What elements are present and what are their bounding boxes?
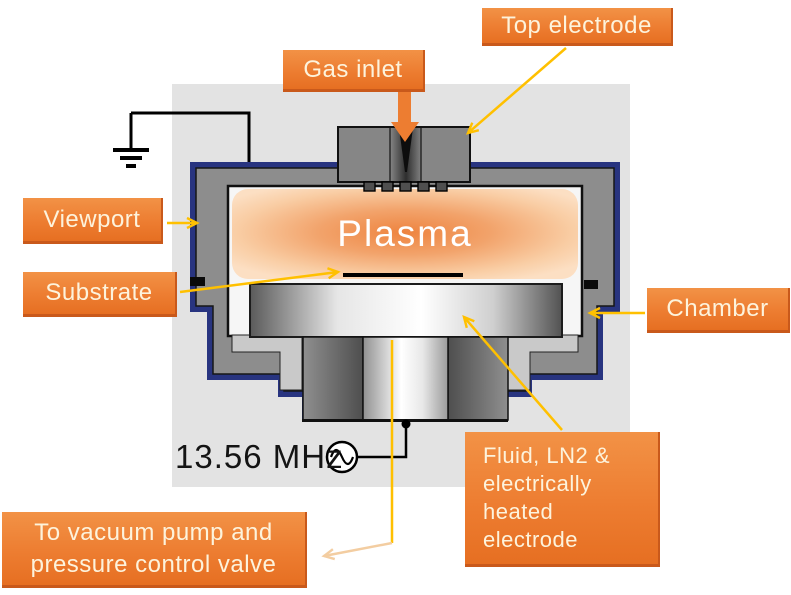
rf-wire [357, 426, 408, 459]
ground-wire [131, 111, 251, 164]
electrode-liner-left [231, 334, 303, 391]
plasma-label: Plasma [337, 213, 472, 254]
viewport-port-left [190, 277, 205, 286]
label-vacuum-pump: To vacuum pump and pressure control valv… [2, 512, 307, 588]
rf-node-dot [401, 419, 411, 429]
label-substrate: Substrate [23, 272, 177, 317]
gas-inlet-arrow-icon [391, 92, 419, 142]
showerhead-nozzles [363, 181, 448, 192]
lower-electrode [249, 283, 563, 338]
label-viewport: Viewport [23, 198, 163, 244]
pedestal-leg-right [447, 336, 509, 421]
label-fluid-electrode: Fluid, LN2 & electrically heated electro… [465, 432, 660, 567]
label-gas-inlet: Gas inlet [283, 50, 425, 92]
substrate-wafer [343, 273, 463, 277]
gas-channel [399, 128, 413, 172]
arrow-top-electrode [465, 47, 567, 135]
arrow-fluid-electrode [462, 314, 563, 431]
ground-icon [113, 113, 149, 168]
pedestal-leg-left [302, 336, 364, 421]
rf-sine-source-icon [325, 440, 359, 474]
arrow-vacuum-pump [321, 340, 394, 561]
label-chamber: Chamber [647, 288, 790, 333]
viewport-port-right [584, 280, 598, 289]
label-top-electrode: Top electrode [482, 8, 673, 46]
plasma-region [232, 189, 578, 279]
arrow-substrate [179, 267, 341, 294]
pedestal-stem [362, 336, 449, 421]
rf-frequency-label: 13.56 MHz [175, 438, 344, 475]
